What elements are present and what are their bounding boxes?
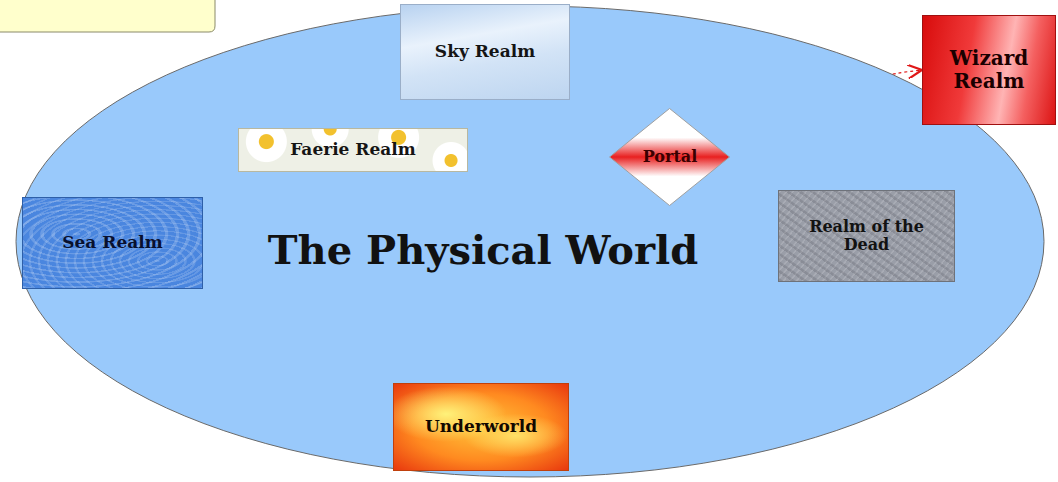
realm-name: Wizard Realm: [932, 47, 1046, 93]
text-stack: Underworld: [425, 417, 537, 437]
realm-name: Sky Realm: [435, 42, 535, 62]
realm-name: Underworld: [425, 417, 537, 437]
corner-tab: [0, 0, 215, 32]
realm-name: Realm of the Dead: [792, 218, 942, 255]
text-stack: Realm of the Dead: [792, 218, 942, 255]
portal-diamond: Portal: [609, 108, 730, 206]
realm-box: Faerie Realm: [238, 128, 468, 172]
portal-diamond-shape: [610, 108, 730, 205]
realm-name: Sea Realm: [62, 233, 162, 253]
world-ellipse: The Physical World Sky RealmFaerie Realm P…: [15, 5, 1045, 478]
text-stack: Sea Realm: [62, 233, 162, 253]
realm-box: Wizard Realm: [922, 15, 1056, 125]
text-stack: Faerie Realm: [290, 140, 416, 160]
title-holder: The Physical World: [268, 227, 698, 273]
realm-name: Portal: [643, 148, 698, 166]
realm-name: Faerie Realm: [290, 140, 416, 160]
realm-box: Underworld: [393, 383, 569, 471]
text-stack: Wizard Realm: [932, 47, 1046, 93]
world-title: The Physical World: [268, 227, 698, 273]
text-stack: Portal: [643, 148, 698, 166]
realm-box: Sky Realm: [400, 4, 570, 100]
realm-box: Sea Realm: [22, 197, 203, 289]
text-stack: Sky Realm: [435, 42, 535, 62]
realm-box: Realm of the Dead: [778, 190, 955, 282]
